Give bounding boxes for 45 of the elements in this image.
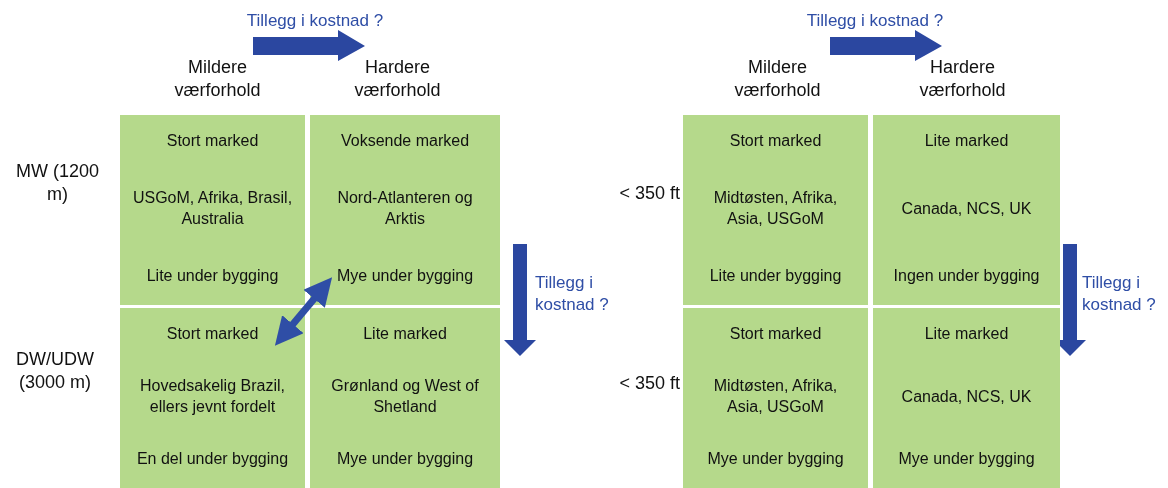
double-arrow (274, 277, 333, 346)
market-text: Lite marked (924, 131, 1009, 151)
matrix-cell (683, 115, 868, 305)
matrix-cell (873, 308, 1060, 488)
construction-text: Mye under bygging (336, 266, 474, 287)
axis-label: Mildere værforhold (173, 56, 262, 103)
axis-label: Hardere værforhold (353, 56, 442, 103)
market-text: Lite marked (924, 324, 1009, 344)
matrix-cell (120, 115, 305, 305)
market-text: Stort marked (166, 131, 259, 151)
cost-note: Tillegg i kostnad ? (245, 10, 385, 32)
region-text: Canada, NCS, UK (901, 198, 1032, 219)
matrix-cell (310, 308, 500, 488)
cost-note: Tillegg i kostnad ? (535, 272, 610, 317)
axis-label: MW (1200 m) (15, 160, 100, 207)
market-text: Stort marked (729, 324, 822, 344)
construction-text: Lite under bygging (146, 266, 279, 287)
axis-label: Mildere værforhold (733, 56, 822, 103)
axis-label: < 350 ft (618, 182, 680, 205)
region-text: Canada, NCS, UK (901, 386, 1032, 407)
construction-text: En del under bygging (136, 449, 289, 470)
region-text: Midtøsten, Afrika, Asia, USGoM (712, 376, 839, 417)
axis-label: Hardere værforhold (918, 56, 1007, 103)
matrix-cell (310, 115, 500, 305)
axis-label: < 350 ft (618, 372, 680, 395)
market-text: Lite marked (363, 324, 447, 344)
construction-text: Mye under bygging (707, 449, 844, 470)
region-text: Grønland og West of Shetland (330, 376, 480, 417)
market-text: Stort marked (166, 324, 259, 344)
matrix-cell (120, 308, 305, 488)
market-text: Voksende marked (340, 131, 470, 151)
matrix-cell (683, 308, 868, 488)
construction-text: Mye under bygging (898, 449, 1035, 470)
market-text: Stort marked (729, 131, 822, 151)
region-text: Nord-Atlanteren og Arktis (336, 188, 474, 229)
construction-text: Ingen under bygging (893, 266, 1040, 287)
region-text: USGoM, Afrika, Brasil, Australia (132, 188, 293, 229)
construction-text: Mye under bygging (336, 449, 474, 470)
cost-note: Tillegg i kostnad ? (1082, 272, 1157, 317)
region-text: Hovedsakelig Brazil, ellers jevnt fordelt (139, 376, 286, 417)
cost-note: Tillegg i kostnad ? (805, 10, 945, 32)
region-text: Midtøsten, Afrika, Asia, USGoM (712, 188, 839, 229)
matrix-cell (873, 115, 1060, 305)
construction-text: Lite under bygging (709, 266, 842, 287)
axis-label: DW/UDW (3000 m) (15, 348, 95, 395)
